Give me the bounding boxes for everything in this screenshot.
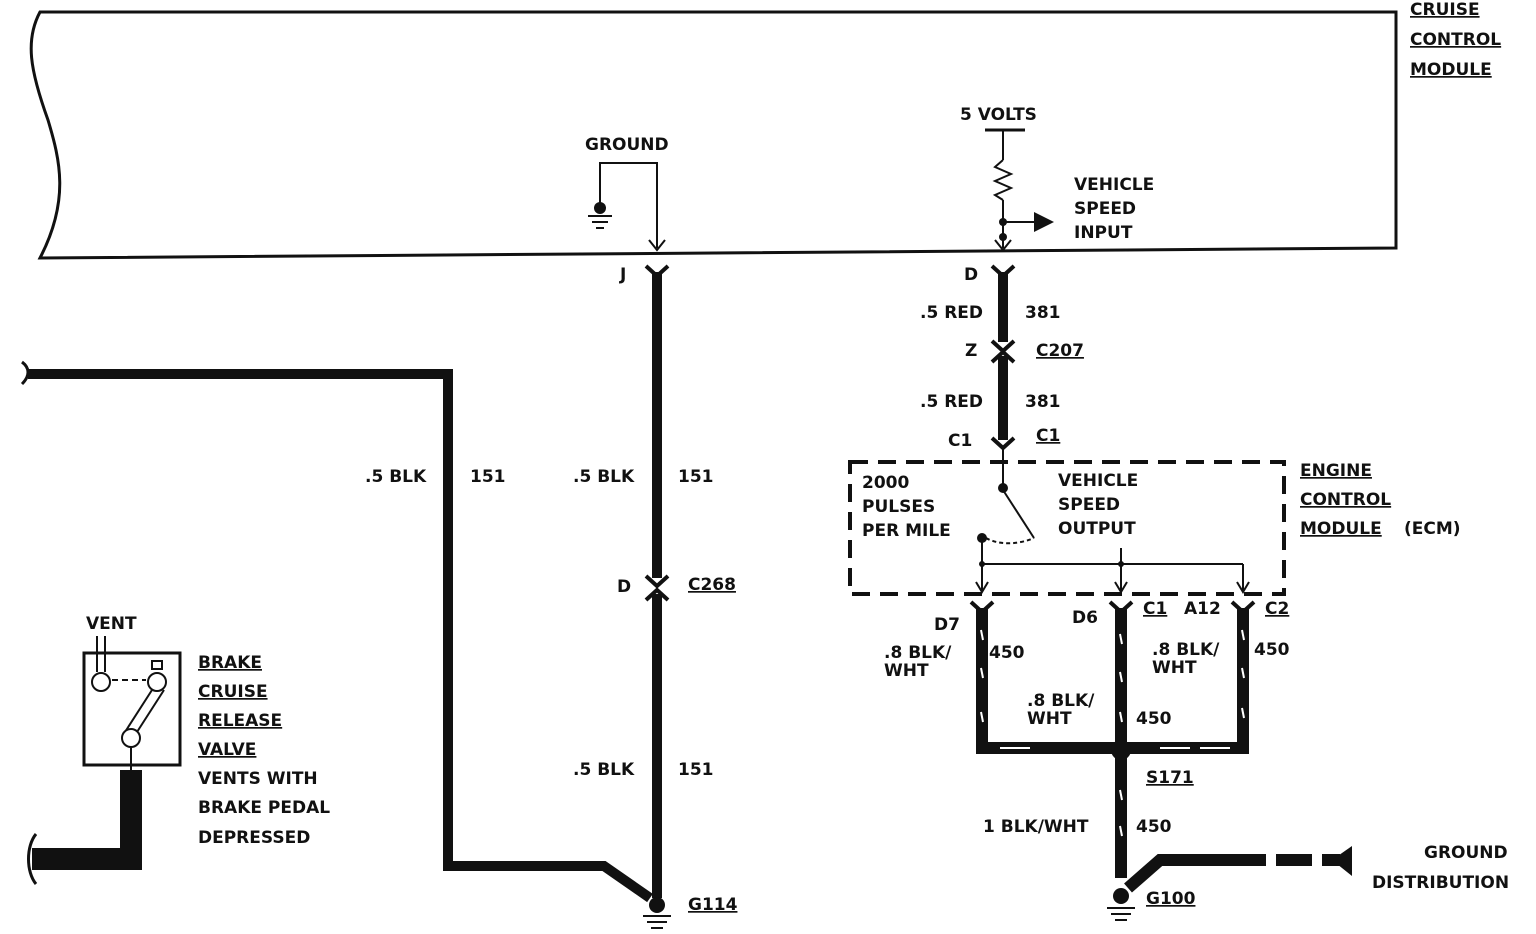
ecm-pulses-1: 2000 <box>862 473 909 493</box>
ecm-label-1: ENGINE <box>1300 461 1372 481</box>
bw-left-gauge-2: WHT <box>884 661 929 681</box>
vss-input-3: INPUT <box>1074 223 1133 243</box>
ground-distribution-2: DISTRIBUTION <box>1372 873 1509 893</box>
ground-distribution-1: GROUND <box>1424 843 1508 863</box>
bw-main-circuit: 450 <box>1136 817 1172 837</box>
pin-d7: D7 <box>934 615 960 635</box>
pin-d-c268: D <box>617 577 631 597</box>
cruise-module-label-2: CONTROL <box>1410 30 1501 50</box>
five-volt-pullup <box>985 128 1054 252</box>
brake-valve-3: RELEASE <box>198 711 282 731</box>
circuit-151-mid <box>644 264 670 898</box>
blk-mid-lower-gauge: .5 BLK <box>573 760 635 780</box>
cruise-module-outline <box>29 10 1398 260</box>
ground-label: GROUND <box>585 135 669 155</box>
pin-j: J <box>619 265 626 285</box>
vss-input-1: VEHICLE <box>1074 175 1154 195</box>
pin-c2: C2 <box>1265 599 1289 619</box>
brake-valve-6: BRAKE PEDAL <box>198 798 330 818</box>
red-bottom-gauge: .5 RED <box>920 392 983 412</box>
bw-center-gauge-2: WHT <box>1027 709 1072 729</box>
internal-ground <box>588 162 666 252</box>
ecm-outline <box>848 460 1286 596</box>
pin-c1-ecm: C1 <box>1143 599 1167 619</box>
brake-valve-2: CRUISE <box>198 682 268 702</box>
g114-ground-symbol <box>643 897 671 929</box>
vss-output-1: VEHICLE <box>1058 471 1138 491</box>
vss-input-2: SPEED <box>1074 199 1136 219</box>
brake-valve-5: VENTS WITH <box>198 769 318 789</box>
ecm-label-3: MODULE <box>1300 519 1382 539</box>
bw-center-gauge-1: .8 BLK/ <box>1027 691 1095 711</box>
bw-left-gauge-1: .8 BLK/ <box>884 643 952 663</box>
circuit-381 <box>990 264 1016 451</box>
blk-left-gauge: .5 BLK <box>365 467 427 487</box>
ground-g100: G100 <box>1146 889 1196 909</box>
ecm-pulses-2: PULSES <box>862 497 935 517</box>
cruise-module-label-3: MODULE <box>1410 60 1492 80</box>
brake-release-valve <box>27 636 182 885</box>
connector-c268: C268 <box>688 575 736 595</box>
ground-g114: G114 <box>688 895 738 915</box>
bw-left-circuit: 450 <box>989 643 1025 663</box>
connector-c207: C207 <box>1036 341 1084 361</box>
blk-mid-upper-gauge: .5 BLK <box>573 467 635 487</box>
pin-a12: A12 <box>1184 599 1221 619</box>
pin-c1-right: C1 <box>1036 426 1060 446</box>
brake-valve-1: BRAKE <box>198 653 262 673</box>
pin-c1-left: C1 <box>948 431 972 451</box>
ecm-label-suffix: (ECM) <box>1404 519 1461 539</box>
g100-ground-symbol <box>1107 888 1135 921</box>
vss-output-2: SPEED <box>1058 495 1120 515</box>
brake-valve-7: DEPRESSED <box>198 828 310 848</box>
circuit-151-left <box>20 360 653 903</box>
red-top-gauge: .5 RED <box>920 303 983 323</box>
circuit-450 <box>969 600 1352 893</box>
ecm-pulses-3: PER MILE <box>862 521 951 541</box>
splice-s171: S171 <box>1146 768 1194 788</box>
five-volts-label: 5 VOLTS <box>960 105 1037 125</box>
bw-right-circuit: 450 <box>1254 640 1290 660</box>
brake-valve-4: VALVE <box>198 740 256 760</box>
bw-main-gauge: 1 BLK/WHT <box>983 817 1089 837</box>
bw-center-circuit: 450 <box>1136 709 1172 729</box>
pin-d-top: D <box>964 265 978 285</box>
pin-z: Z <box>965 341 977 361</box>
red-bottom-circuit: 381 <box>1025 392 1061 412</box>
ecm-label-2: CONTROL <box>1300 490 1391 510</box>
blk-mid-upper-circuit: 151 <box>678 467 714 487</box>
blk-left-circuit: 151 <box>470 467 506 487</box>
bw-right-gauge-2: WHT <box>1152 658 1197 678</box>
blk-mid-lower-circuit: 151 <box>678 760 714 780</box>
pin-d6: D6 <box>1072 608 1098 628</box>
bw-right-gauge-1: .8 BLK/ <box>1152 640 1220 660</box>
vent-label: VENT <box>86 614 137 634</box>
vss-output-switch <box>975 448 1250 594</box>
cruise-module-label-1: CRUISE <box>1410 0 1480 20</box>
vss-output-3: OUTPUT <box>1058 519 1136 539</box>
red-top-circuit: 381 <box>1025 303 1061 323</box>
